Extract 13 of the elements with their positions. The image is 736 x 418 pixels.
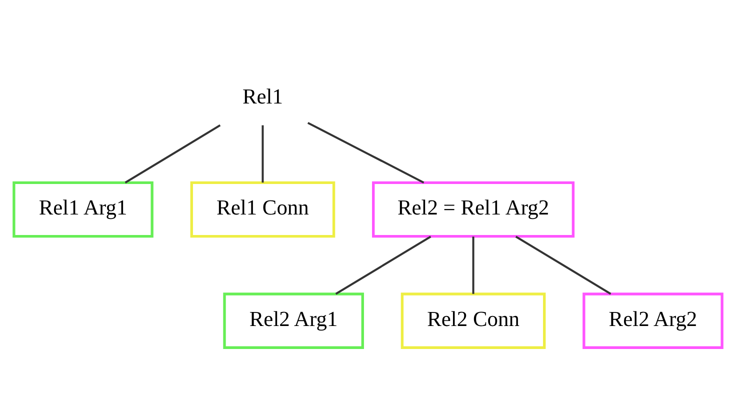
node-box: Rel2 Arg1 [223, 292, 364, 348]
node-box: Rel1 Arg1 [12, 180, 154, 238]
connector [307, 121, 424, 183]
connector [472, 236, 474, 294]
connector [335, 235, 432, 294]
node-box: Rel2 = Rel1 Arg2 [372, 180, 575, 238]
node-box: Rel1 Conn [190, 180, 336, 238]
node-box: Rel2 Arg2 [582, 292, 724, 348]
connector [262, 124, 264, 182]
node-text: Rel1 [242, 84, 283, 108]
connector [124, 124, 221, 183]
node-box: Rel2 Conn [400, 292, 546, 348]
connector [515, 235, 612, 294]
